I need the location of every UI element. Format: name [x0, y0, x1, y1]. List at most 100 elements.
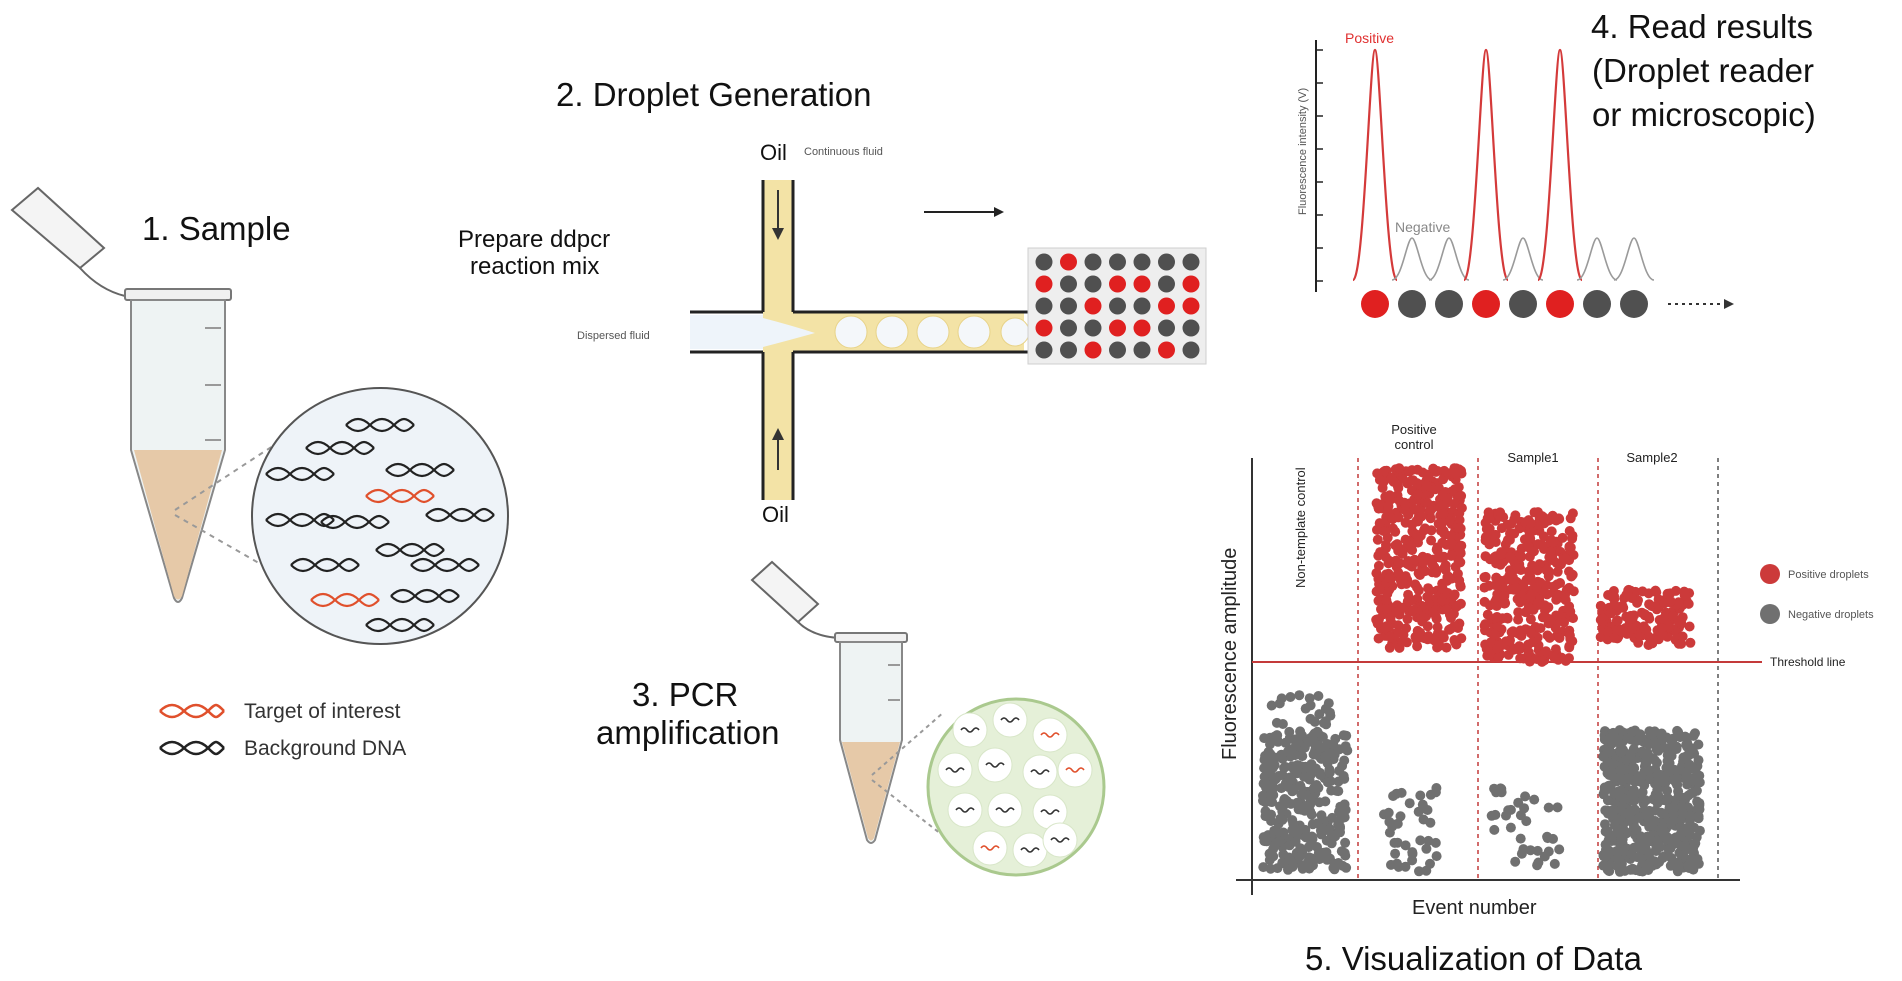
sample-tube-icon	[124, 288, 232, 603]
negative-droplet-point	[1329, 858, 1340, 869]
positive-droplet-point	[1419, 525, 1429, 536]
negative-droplet-point	[1640, 795, 1651, 806]
positive-droplet-point	[1479, 582, 1490, 593]
negative-droplet-point	[1279, 762, 1290, 773]
negative-droplet-point	[1684, 810, 1695, 821]
positive-droplet-point	[1418, 557, 1429, 568]
step-4-title-line-2: (Droplet reader	[1592, 52, 1814, 89]
negative-droplet-point	[1634, 776, 1645, 787]
negative-droplet-point	[1407, 847, 1418, 858]
positive-peak	[1462, 48, 1510, 282]
chart-y-label: Fluorescence amplitude	[1219, 548, 1241, 760]
positive-droplet	[1060, 253, 1077, 271]
positive-droplet-point	[1556, 652, 1567, 663]
negative-droplet-point	[1278, 827, 1289, 838]
negative-droplet-point	[1604, 866, 1615, 877]
positive-droplet-point	[1513, 607, 1524, 618]
negative-droplet-point	[1431, 851, 1442, 862]
positive-droplet-point	[1502, 612, 1512, 623]
negative-droplet-point	[1643, 859, 1654, 870]
positive-droplet	[1109, 275, 1126, 293]
negative-droplet-point	[1315, 769, 1326, 780]
negative-droplet-point	[1604, 770, 1615, 780]
negative-droplet-point	[1291, 766, 1302, 777]
target-dna-icon	[980, 845, 1000, 851]
pcr-droplet	[947, 792, 983, 828]
background-dna-icon	[995, 807, 1015, 813]
negative-droplet	[1060, 319, 1077, 337]
negative-droplet-point	[1400, 840, 1411, 851]
negative-droplet-point	[1666, 737, 1677, 748]
positive-droplet-point	[1545, 546, 1556, 557]
negative-droplet-point	[1414, 866, 1424, 877]
positive-droplet-point	[1506, 627, 1517, 638]
positive-droplet-point	[1426, 525, 1437, 536]
negative-droplet-point	[1652, 784, 1663, 795]
positive-droplet-point	[1504, 565, 1515, 576]
negative-droplet-point	[1554, 844, 1565, 855]
arrow-right-dotted-icon	[1724, 299, 1734, 309]
negative-droplet-point	[1625, 749, 1636, 759]
negative-droplet-point	[1313, 691, 1324, 701]
negative-droplet-point	[1680, 731, 1691, 742]
negative-droplet-point	[1662, 793, 1673, 804]
background-dna-icon	[305, 440, 375, 456]
positive-droplet-point	[1685, 637, 1696, 648]
positive-droplet-point	[1413, 585, 1424, 596]
negative-droplet-point	[1389, 837, 1400, 848]
negative-droplet-point	[1634, 812, 1645, 823]
negative-droplet-point	[1513, 797, 1524, 808]
negative-droplet-point	[1311, 783, 1322, 794]
positive-droplet-point	[1567, 533, 1578, 544]
negative-droplet	[1182, 253, 1200, 271]
negative-droplet	[1060, 341, 1077, 359]
negative-droplet-point	[1643, 813, 1654, 824]
pcr-droplet	[972, 830, 1008, 866]
negative-droplet	[1182, 341, 1200, 359]
negative-droplet-point	[1602, 826, 1612, 837]
negative-droplet	[1035, 253, 1053, 271]
positive-droplet-point	[1644, 613, 1655, 624]
negative-droplet-point	[1616, 832, 1627, 843]
positive-droplet	[1158, 341, 1175, 359]
negative-droplet-point	[1277, 857, 1288, 868]
negative-droplet	[1158, 253, 1175, 271]
positive-droplet-point	[1528, 604, 1539, 615]
negative-droplet-point	[1306, 831, 1317, 842]
negative-droplet-point	[1611, 846, 1622, 857]
arrow-down-icon	[772, 228, 784, 240]
negative-droplet-point	[1315, 742, 1326, 753]
positive-droplet	[1133, 319, 1151, 337]
negative-droplet-point	[1297, 789, 1308, 800]
positive-droplet-point	[1515, 625, 1526, 636]
positive-droplet-point	[1531, 582, 1542, 593]
negative-droplet-point	[1486, 810, 1497, 821]
negative-droplet-point	[1288, 784, 1299, 795]
positive-droplet-point	[1670, 585, 1681, 596]
negative-droplet-point	[1515, 810, 1526, 821]
positive-droplet-point	[1381, 603, 1392, 614]
negative-droplet-point	[1268, 754, 1278, 765]
negative-droplet-point	[1489, 824, 1500, 835]
positive-droplet-point	[1412, 478, 1423, 489]
dispersed-fluid-label: Dispersed fluid	[577, 330, 650, 342]
positive-droplet-point	[1400, 571, 1411, 582]
negative-droplet-point	[1516, 848, 1527, 859]
negative-droplet-point	[1313, 848, 1324, 858]
positive-droplet-point	[1486, 637, 1496, 648]
negative-droplet-point	[1383, 807, 1394, 818]
negative-droplet-point	[1688, 730, 1699, 741]
positive-droplet-point	[1425, 505, 1436, 516]
positive-droplet-point	[1525, 533, 1536, 544]
column-label-sample1: Sample1	[1507, 450, 1558, 465]
negative-droplet-point	[1520, 791, 1531, 802]
negative-droplet-point	[1650, 738, 1661, 749]
negative-droplet-point	[1404, 798, 1415, 809]
negative-droplet-point	[1425, 858, 1435, 869]
background-dna-icon	[265, 466, 335, 482]
positive-droplet-point	[1427, 559, 1438, 569]
negative-droplet	[1133, 253, 1151, 271]
microfluidic-chip	[690, 180, 1030, 500]
step-1-title: 1. Sample	[142, 210, 291, 247]
negative-droplet	[1158, 275, 1175, 293]
